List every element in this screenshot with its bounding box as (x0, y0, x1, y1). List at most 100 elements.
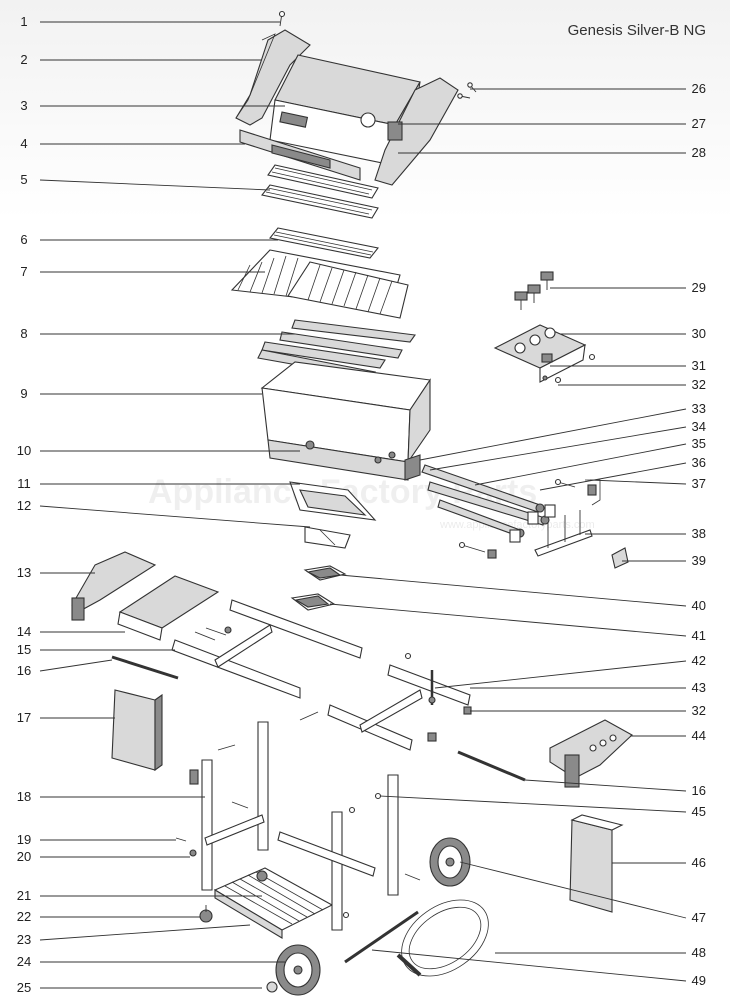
part-22-caster (199, 905, 213, 923)
leader-left-12 (39, 505, 311, 528)
callout-right-29-3: 29 (692, 280, 706, 295)
callout-left-16: 16 (17, 663, 31, 678)
leader-left-16 (39, 659, 113, 672)
part-24-wheel (275, 944, 321, 996)
leader-right-33-7 (419, 408, 687, 461)
callout-right-37-11: 37 (692, 476, 706, 491)
part-34-35-burner-tubes (421, 464, 550, 538)
callout-labels: 1234567891011121314151617181920212223242… (17, 14, 706, 995)
callout-left-8: 8 (20, 326, 27, 341)
diagram-title: Genesis Silver-B NG (568, 22, 706, 39)
callout-right-38-12: 38 (692, 526, 706, 541)
leader-left-23 (39, 924, 251, 941)
callout-left-19: 19 (17, 832, 31, 847)
leader-right-40-14 (339, 574, 687, 607)
callout-left-9: 9 (20, 386, 27, 401)
callout-left-15: 15 (17, 642, 31, 657)
callout-right-33-7: 33 (692, 401, 706, 416)
leader-left-5 (39, 179, 271, 191)
leader-right-45-21 (379, 795, 687, 813)
callout-right-32-6: 32 (692, 377, 706, 392)
leader-lines (39, 21, 687, 989)
part-26-screws (457, 82, 477, 99)
callout-left-4: 4 (20, 136, 27, 151)
callout-left-10: 10 (17, 443, 31, 458)
callout-right-32-18: 32 (692, 703, 706, 718)
part-43-right-frame (299, 652, 472, 751)
callout-right-45-21: 45 (692, 804, 706, 819)
callout-right-34-8: 34 (692, 419, 706, 434)
part-41-drip-tray-liner (290, 593, 336, 611)
part-7-cooking-grates (230, 249, 409, 319)
part-burner-screws (458, 541, 497, 559)
callout-right-16-20: 16 (692, 783, 706, 798)
callout-right-40-14: 40 (692, 598, 706, 613)
callout-left-24: 24 (17, 954, 31, 969)
part-46-right-panel (569, 814, 624, 913)
part-23-bottom-shelf (213, 867, 334, 939)
part-44-side-table-cap-right (549, 719, 633, 788)
part-25-wheel-cap (266, 981, 278, 993)
part-1-screw (278, 10, 286, 27)
leader-right-35-9 (474, 443, 687, 486)
callout-right-44-19: 44 (692, 728, 706, 743)
part-16-rod-right (457, 750, 526, 782)
callout-right-31-5: 31 (692, 358, 706, 373)
part-38-manifold (534, 510, 593, 557)
part-29-control-knobs (514, 271, 554, 310)
part-4-handle-bar (239, 129, 361, 181)
part-36-fittings (509, 478, 576, 543)
part-5-warming-racks (261, 164, 379, 219)
callout-left-14: 14 (17, 624, 31, 639)
part-2-handle-left (235, 29, 311, 126)
callout-right-46-22: 46 (692, 855, 706, 870)
part-45-right-leg-frame (277, 774, 399, 931)
part-30-control-panel (493, 324, 587, 383)
callout-right-27-1: 27 (692, 116, 706, 131)
callout-left-7: 7 (20, 264, 27, 279)
callout-left-6: 6 (20, 232, 27, 247)
part-40-drip-tray (303, 565, 347, 581)
callout-left-22: 22 (17, 909, 31, 924)
leader-right-16-20 (524, 779, 687, 792)
callout-right-43-17: 43 (692, 680, 706, 695)
part-21-shelf-knob (256, 870, 268, 882)
part-39-bracket (611, 547, 629, 569)
callout-left-25: 25 (17, 980, 31, 995)
callout-left-2: 2 (20, 52, 27, 67)
part-17-left-panel (111, 689, 163, 772)
part-11-catch-pan (289, 481, 377, 521)
callout-right-48-24: 48 (692, 945, 706, 960)
callout-left-1: 1 (20, 14, 27, 29)
callout-right-47-23: 47 (692, 910, 706, 925)
callout-right-35-9: 35 (692, 436, 706, 451)
leader-right-42-16 (434, 660, 687, 689)
callout-right-49-25: 49 (692, 973, 706, 988)
leader-right-36-10 (539, 462, 687, 491)
part-49-axle-rod (344, 910, 419, 964)
leader-right-37-11 (589, 479, 687, 485)
callout-right-26-0: 26 (692, 81, 706, 96)
part-6-rack (269, 227, 379, 259)
leader-right-41-15 (329, 603, 687, 637)
callout-right-28-2: 28 (692, 145, 706, 160)
part-16-rod-left (111, 655, 179, 680)
callout-right-42-16: 42 (692, 653, 706, 668)
part-9-cookbox (260, 361, 431, 481)
callout-right-30-4: 30 (692, 326, 706, 341)
callout-left-20: 20 (17, 849, 31, 864)
callout-left-12: 12 (17, 498, 31, 513)
callout-left-11: 11 (17, 476, 31, 491)
part-19-20-screw-washer (175, 837, 197, 857)
part-15-upper-frame (171, 599, 363, 699)
callout-left-21: 21 (17, 888, 31, 903)
callout-right-36-10: 36 (692, 455, 706, 470)
callout-left-5: 5 (20, 172, 27, 187)
leader-right-47-23 (459, 861, 687, 919)
leader-right-34-8 (429, 426, 687, 471)
callout-left-3: 3 (20, 98, 27, 113)
callout-right-39-13: 39 (692, 553, 706, 568)
callout-left-18: 18 (17, 789, 31, 804)
part-32-screw-upper (542, 353, 596, 384)
